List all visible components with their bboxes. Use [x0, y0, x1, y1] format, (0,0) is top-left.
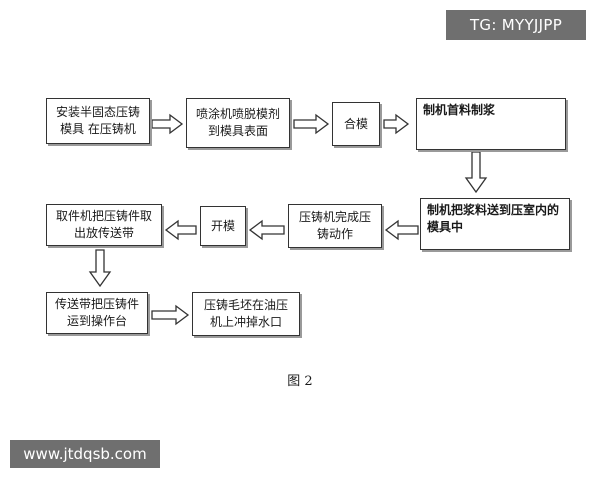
- step-conveyor: 传送带把压铸件运到操作台: [46, 292, 148, 334]
- arrow-s9-s10: [151, 304, 190, 326]
- step-close-mold: 合模: [332, 102, 380, 146]
- step-prepare-slurry: 制机首料制浆: [416, 98, 566, 150]
- arrow-s6-s7: [248, 219, 285, 241]
- step-trim-gate: 压铸毛坯在油压机上冲掉水口: [192, 292, 300, 336]
- step-open-mold: 开模: [200, 206, 246, 246]
- step-spray-release-agent: 喷涂机喷脱模剂到模具表面: [186, 98, 290, 148]
- arrow-s4-s5: [464, 151, 488, 194]
- arrow-s2-s3: [293, 113, 330, 135]
- arrow-s1-s2: [151, 113, 184, 135]
- step-die-casting: 压铸机完成压铸动作: [288, 204, 382, 248]
- watermark-bottom: www.jtdqsb.com: [10, 440, 160, 468]
- watermark-top: TG: MYYJJPP: [446, 10, 586, 40]
- arrow-s8-s9: [88, 249, 112, 288]
- figure-caption: 图 2: [287, 374, 313, 389]
- arrow-s5-s6: [384, 219, 419, 241]
- step-transfer-slurry: 制机把浆料送到压室内的模具中: [420, 198, 570, 250]
- step-install-mold: 安装半固态压铸模具 在压铸机: [46, 98, 150, 144]
- arrow-s7-s8: [164, 219, 197, 241]
- step-pick-casting: 取件机把压铸件取出放传送带: [46, 204, 162, 246]
- arrow-s3-s4: [383, 113, 410, 135]
